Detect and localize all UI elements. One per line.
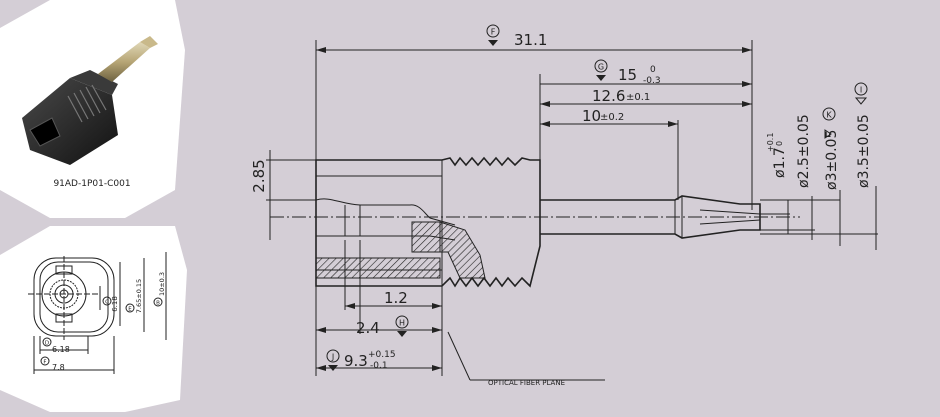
dim-9-3-tol-lower: -0.1: [370, 361, 388, 371]
marker-j: [326, 349, 340, 363]
front-view-panel: C 6.18 E 7.65±0.15 B 10±0.3 D 6.18 F 7.8: [0, 226, 187, 412]
hatched-ferrule-section: [411, 221, 441, 253]
dim-2-4: 2.4: [356, 319, 380, 337]
dim-10: 10: [582, 107, 601, 125]
marker-i-arrow: [854, 97, 868, 105]
extension-lines: [266, 40, 878, 376]
dim-front-7-8: 7.8: [52, 363, 65, 372]
marker-i-label: I: [860, 86, 862, 95]
marker-c-front: [102, 296, 112, 306]
marker-d-front-label: D: [45, 341, 49, 347]
dim-15-tol-lower: -0.3: [643, 76, 661, 86]
marker-k: [822, 107, 836, 121]
dim-front-7-65: 7.65±0.15: [135, 279, 143, 313]
dim-dia-3-5: ø3.5±0.05: [856, 114, 872, 188]
plug-socket-opening: [29, 117, 61, 147]
dim-dia-2-5: ø2.5±0.05: [796, 114, 812, 188]
dim-2-85: 2.85: [250, 159, 268, 192]
marker-i: [854, 82, 868, 96]
photo-panel: 91AD-1P01-C001: [0, 0, 185, 218]
plug-pin-shape: [98, 42, 150, 82]
dimension-labels: 31.1 15 0 -0.3 12.6 ±0.1 10 ±0.2 2.85 1.…: [250, 31, 872, 387]
marker-h-label: H: [399, 319, 405, 328]
plug-pin-tip: [140, 36, 158, 48]
marker-h-arrow: [397, 331, 407, 337]
optical-fiber-plane-label: OPTICAL FIBER PLANE: [488, 379, 565, 387]
dim-dia-1-7-tol-upper: +0.1: [766, 133, 775, 152]
part-number-label: 91AD-1P01-C001: [53, 179, 130, 189]
marker-d-front: [42, 337, 52, 347]
marker-k-label: K: [826, 111, 832, 120]
datum-markers: F G H J I K: [326, 24, 868, 371]
front-view-outline: [28, 256, 115, 340]
dim-9-3: 9.3: [344, 352, 368, 370]
plug-grip-ribs: [67, 84, 107, 123]
dim-dia-1-7: ø1.7: [772, 147, 788, 178]
marker-b-front-label: B: [156, 301, 160, 307]
marker-j-arrow: [328, 365, 338, 371]
dim-dia-1-7-tol-lower: 0: [775, 141, 784, 146]
dim-1-2: 1.2: [384, 289, 408, 307]
dim-9-3-tol-upper: +0.15: [368, 350, 396, 360]
marker-g: [594, 59, 608, 73]
front-view-panel-background: [0, 226, 187, 412]
plug-photo-illustration: [22, 36, 158, 165]
marker-b-front: [153, 297, 163, 307]
marker-f-front: [40, 356, 50, 366]
plug-collar-shape: [70, 70, 118, 95]
dim-front-10: 10±0.3: [158, 272, 166, 296]
dim-31-1: 31.1: [514, 31, 547, 49]
marker-f-label: F: [491, 28, 496, 37]
dim-dia-3: ø3±0.05: [824, 130, 840, 190]
marker-g-label: G: [598, 63, 604, 72]
dim-front-6-18-horizontal: 6.18: [52, 345, 70, 354]
marker-e-front-label: E: [128, 307, 132, 313]
marker-f-arrow: [488, 40, 498, 46]
dim-15: 15: [618, 66, 637, 84]
dimension-lines: [269, 49, 877, 381]
hatched-nut-section: [439, 221, 486, 279]
dim-12-6: 12.6: [592, 87, 625, 105]
marker-k-arrow: [824, 129, 832, 139]
marker-h: [395, 315, 409, 329]
dim-front-6-18-vertical: 6.18: [111, 296, 119, 312]
marker-f: [486, 24, 500, 38]
hatched-sleeve-section: [315, 257, 441, 279]
marker-g-arrow: [596, 75, 606, 81]
dim-10-tol: ±0.2: [600, 112, 624, 123]
marker-c-front-label: C: [105, 300, 109, 306]
marker-f-front-label: F: [43, 360, 46, 366]
side-view-drawing: F G H J I K 31.1 15 0 -0.3 12.6 ±0.1: [250, 24, 878, 387]
marker-j-label: J: [331, 353, 334, 362]
arrowheads: [316, 47, 752, 371]
front-outer-shell: [33, 257, 115, 337]
dim-15-tol-upper: 0: [650, 65, 656, 75]
front-dimension-lines: [33, 252, 167, 374]
dim-12-6-tol: ±0.1: [626, 92, 650, 103]
marker-e-front: [125, 303, 135, 313]
